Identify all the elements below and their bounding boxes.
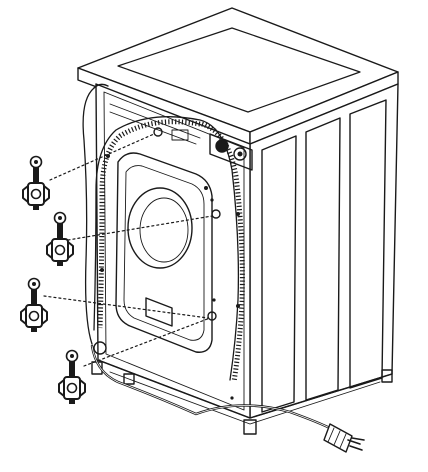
- guide-line-1: [49, 133, 155, 181]
- foot-right: [381, 369, 393, 383]
- knob-panel: [209, 133, 253, 171]
- plug: [323, 423, 365, 453]
- plug-prongs: [347, 437, 365, 451]
- drum-bulge-inner: [139, 197, 189, 263]
- plug-ribs: [327, 427, 347, 449]
- bolt-hole-2: [211, 209, 221, 219]
- side-rib-1: [261, 135, 297, 413]
- rear-panel-flange: [103, 91, 245, 411]
- guide-line-3: [43, 295, 209, 319]
- bolt-hole-1: [153, 127, 163, 137]
- guide-lines: [43, 133, 213, 367]
- knob-2: [233, 147, 247, 161]
- drain-hose-top-loop: [93, 83, 109, 89]
- access-plate-inner: [123, 165, 205, 341]
- foot-front: [243, 419, 257, 435]
- plug-body: [323, 423, 353, 453]
- rear-vent: [171, 129, 189, 141]
- drum-bulge: [127, 187, 193, 269]
- bolt-holes: [93, 127, 221, 355]
- base-plinth: [97, 359, 393, 419]
- bolt-hole-3: [207, 311, 217, 321]
- guide-line-2: [67, 215, 213, 241]
- machine-body: [77, 7, 399, 435]
- base-plinth-lower: [109, 371, 381, 425]
- transit-bolt-4: [58, 349, 86, 405]
- power-cord-line-inner: [91, 345, 335, 431]
- drain-hose-ribs: [97, 119, 245, 383]
- access-plate: [115, 152, 213, 353]
- guide-line-4: [83, 317, 211, 367]
- transit-bolts: [20, 155, 86, 405]
- foot-mid: [123, 373, 135, 385]
- drain-hose: [82, 83, 245, 383]
- rating-label: [145, 297, 173, 327]
- transit-bolt-3: [20, 277, 48, 333]
- top-lid-inset: [117, 27, 361, 113]
- bolt-hole-4: [93, 341, 107, 355]
- transit-bolt-1: [22, 155, 50, 211]
- power-cord: [90, 344, 365, 453]
